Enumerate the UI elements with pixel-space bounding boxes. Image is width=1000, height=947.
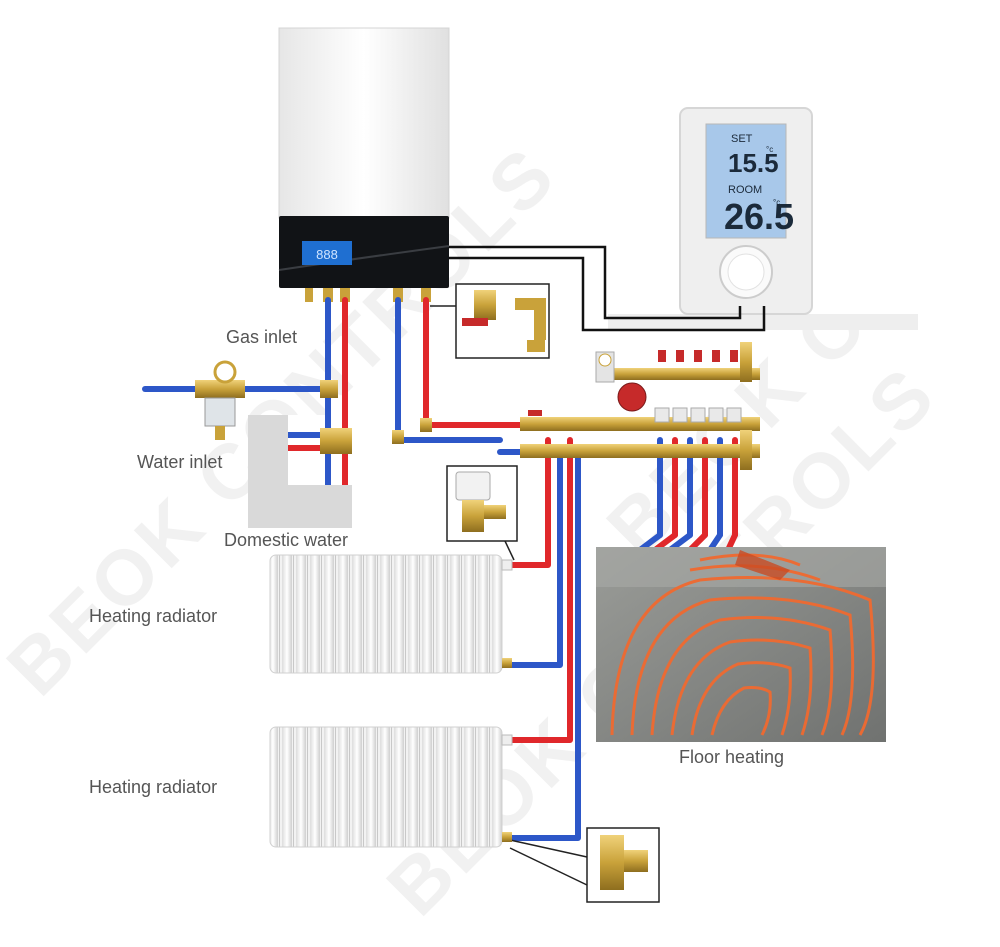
- heating-radiator-label-1: Heating radiator: [89, 606, 217, 626]
- gas-boiler: 888: [279, 28, 449, 302]
- floor-heating-photo: [596, 547, 886, 742]
- gas-inlet-label: Gas inlet: [226, 327, 297, 347]
- svg-text:888: 888: [316, 247, 338, 262]
- domestic-water-label: Domestic water: [224, 530, 348, 550]
- svg-text:ROOM: ROOM: [728, 184, 762, 196]
- valve-callout-radiator: [447, 466, 517, 560]
- pressure-gauge-icon: [215, 362, 235, 382]
- heating-radiator-1: [270, 555, 512, 673]
- heating-radiator-2: [270, 727, 512, 847]
- floor-heating-label: Floor heating: [679, 747, 784, 767]
- room-thermostat: SET 15.5 °c ROOM 26.5 °c: [608, 30, 1000, 330]
- water-inlet-label: Water inlet: [137, 452, 222, 472]
- svg-text:°c: °c: [773, 198, 780, 207]
- svg-text:26.5: 26.5: [724, 196, 794, 237]
- svg-text:°c: °c: [766, 145, 773, 154]
- svg-text:SET: SET: [731, 133, 753, 145]
- circulation-pump-icon: [618, 383, 646, 411]
- heating-radiator-label-2: Heating radiator: [89, 777, 217, 797]
